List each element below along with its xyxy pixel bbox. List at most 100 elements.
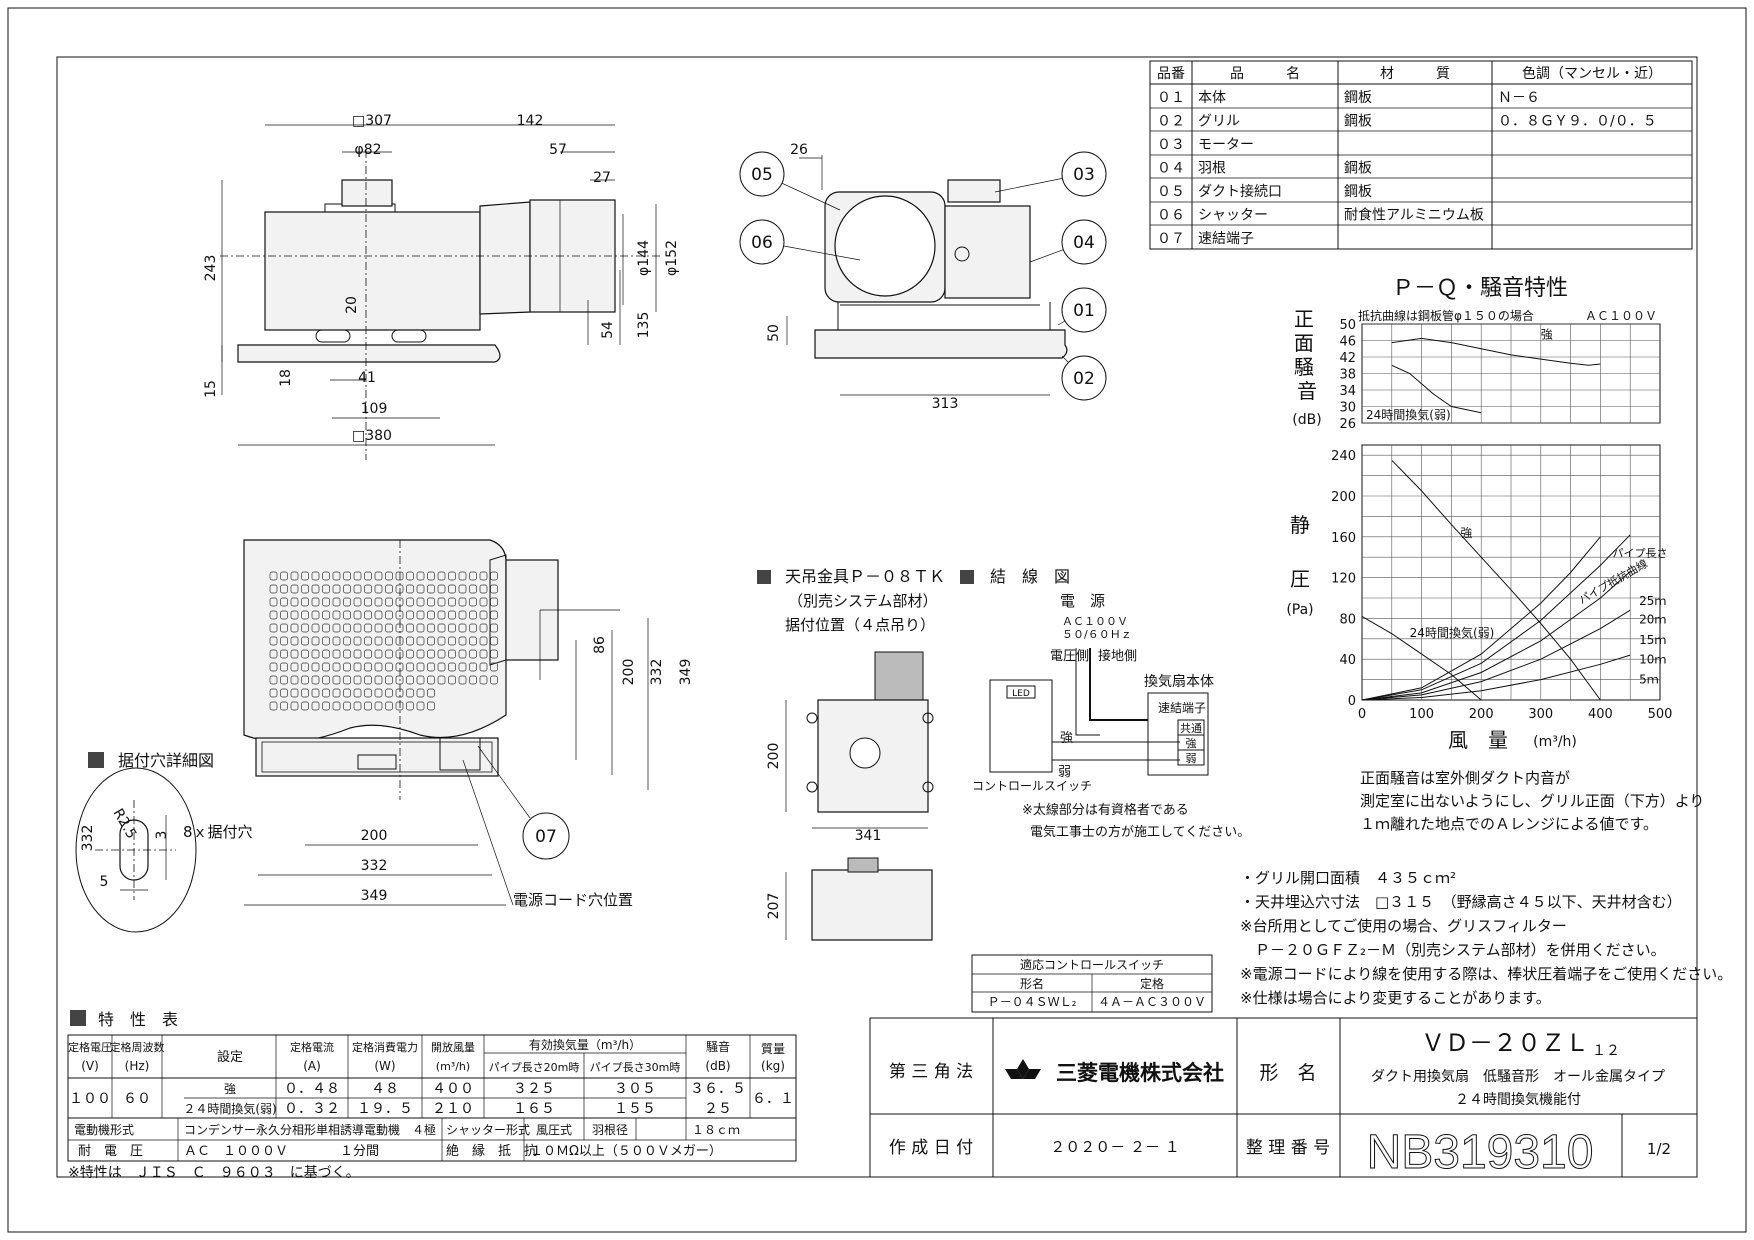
vent-hole <box>469 675 477 685</box>
vent-hole <box>343 636 351 646</box>
h-open: 開放風量 <box>431 1040 475 1054</box>
vent-hole <box>385 688 393 698</box>
vent-hole <box>469 636 477 646</box>
callout-01 <box>1061 287 1107 333</box>
vent-hole <box>416 623 425 633</box>
vent-hole <box>343 571 351 581</box>
noise-axis-char-2: 面 <box>1294 331 1314 355</box>
vent-hole <box>343 597 351 607</box>
vent-hole <box>290 610 299 620</box>
vent-hole <box>416 688 425 698</box>
vent-hole <box>406 571 414 581</box>
vent-hole <box>364 597 372 607</box>
vent-hole <box>395 571 404 581</box>
vent-hole <box>374 584 383 594</box>
char-cell-1-4: １６５ <box>513 1101 555 1117</box>
date-value: ２０２０－ ２－ １ <box>1050 1138 1180 1156</box>
vent-hole <box>416 636 425 646</box>
terminal-weak: 弱 <box>1186 752 1197 765</box>
pq-note-1: 正面騒音は室外側ダクト内音が <box>1360 769 1570 787</box>
dim-hanger-341: 341 <box>855 828 882 844</box>
x-axis-unit: (m³/h) <box>1533 734 1577 750</box>
callout-label-04: 04 <box>1073 233 1095 253</box>
vent-hole <box>332 584 341 594</box>
dim-front-332-h: 332 <box>361 858 388 874</box>
mount-detail-title: 据付穴詳細図 <box>118 751 214 770</box>
vent-hole <box>448 571 456 581</box>
dim-r25: R2.5 <box>110 806 140 842</box>
dim-detail-5: 5 <box>100 874 109 890</box>
vent-hole <box>353 584 362 594</box>
callout-05 <box>739 151 785 197</box>
pq-xtick-100: 100 <box>1409 707 1434 722</box>
noise-tick-42: 42 <box>1339 351 1356 366</box>
dim-top-18: 18 <box>278 369 294 387</box>
spec-note-5: ※電源コードにより線を使用する際は、棒状圧着端子をご使用ください。 <box>1240 965 1732 983</box>
top-view: □307 142 φ82 57 27 243 φ144 φ152 20 54 1… <box>203 113 680 460</box>
model-suffix: １２ <box>1592 1043 1620 1059</box>
pq-note-3: １ｍ離れた地点でのＡレンジによる値です。 <box>1360 815 1658 833</box>
vent-hole <box>269 688 278 698</box>
h-current-unit: (A) <box>303 1059 321 1073</box>
callout-04 <box>1061 219 1107 265</box>
vent-hole <box>290 675 299 685</box>
pq-xtick-500: 500 <box>1648 707 1673 722</box>
dim-top-15: 15 <box>203 380 219 398</box>
vent-hole <box>343 623 351 633</box>
char-cell-1-0: ２４時間換気(弱) <box>183 1101 276 1116</box>
noise-axis-label: 正 面 騒 音 <box>1294 307 1320 403</box>
spec-note-6: ※仕様は場合により変更することがあります。 <box>1240 989 1551 1007</box>
vent-hole <box>385 636 393 646</box>
vent-hole <box>280 571 288 581</box>
char-table: 特 性 表 定格電圧 (V) 定格周波数 (Hz) 設定 定格電流 (A) 定格… <box>67 1010 797 1181</box>
vent-hole <box>301 623 309 633</box>
callout-07-label: 07 <box>535 827 557 847</box>
page-number: 1/2 <box>1647 1140 1671 1158</box>
h-power-unit: (W) <box>374 1059 395 1073</box>
vent-hole <box>301 701 309 711</box>
vent-hole <box>301 571 309 581</box>
vent-hole <box>269 649 278 659</box>
noise-label-weak: 24時間換気(弱) <box>1366 407 1451 422</box>
vent-hole <box>448 649 456 659</box>
spec-note-4: Ｐ－２０ＧＦＺ₂－Ｍ（別売システム部材）を併用ください。 <box>1240 941 1666 959</box>
hanger-section: 天吊金具Ｐ－０８ＴＫ （別売システム部材） 据付位置（４点吊り） 200 341… <box>757 567 945 941</box>
vent-hole <box>301 649 309 659</box>
vent-hole <box>490 610 498 620</box>
vent-hole <box>374 571 383 581</box>
char-cell-1-3: ２１０ <box>432 1101 474 1117</box>
pq-series-4 <box>1361 571 1631 701</box>
model-desc-1: ダクト用換気扇 低騒音形 オール金属タイプ <box>1371 1068 1665 1085</box>
pq-label-weak: 24時間換気(弱) <box>1410 625 1495 640</box>
pipe-label-0: 25ｍ <box>1639 594 1666 608</box>
vent-hole <box>479 571 488 581</box>
vent-hole <box>374 701 383 711</box>
vent-hole <box>332 597 341 607</box>
noise-tick-34: 34 <box>1339 384 1356 399</box>
vent-hole <box>353 571 362 581</box>
vent-hole <box>311 623 320 633</box>
vent-hole <box>427 649 435 659</box>
vent-hole <box>311 662 320 672</box>
vent-hole <box>395 649 404 659</box>
vent-hole <box>290 623 299 633</box>
vent-hole <box>343 701 351 711</box>
noise-tick-30: 30 <box>1339 401 1356 416</box>
h-power: 定格消費電力 <box>352 1040 418 1054</box>
pq-series-6 <box>1361 654 1631 701</box>
vent-hole <box>280 649 288 659</box>
h-freq: 定格周波数 <box>110 1040 165 1054</box>
noise-series-1 <box>1391 364 1482 414</box>
callout-label-05: 05 <box>751 165 773 185</box>
vent-hole <box>322 636 330 646</box>
vent-hole <box>280 675 288 685</box>
vent-hole <box>280 623 288 633</box>
h-setting: 設定 <box>217 1049 243 1065</box>
callout-03 <box>1061 151 1107 197</box>
vent-hole <box>280 688 288 698</box>
noise-tick-50: 50 <box>1339 318 1356 333</box>
pq-series-1 <box>1361 615 1482 701</box>
vent-hole <box>458 584 467 594</box>
char-cell-0-0: 強 <box>224 1082 236 1096</box>
